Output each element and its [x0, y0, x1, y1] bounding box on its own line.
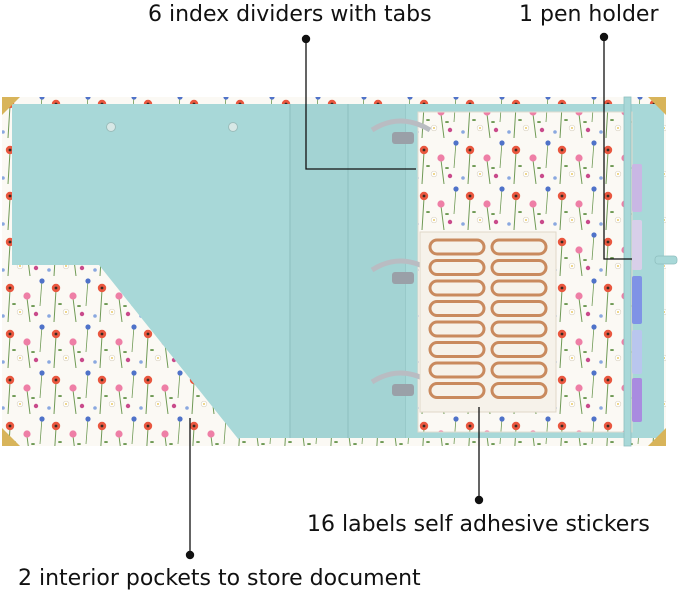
gold-corner	[2, 97, 20, 115]
callout-dot	[185, 550, 195, 560]
sticker-label	[490, 341, 548, 358]
divider-tab	[632, 330, 642, 374]
gold-corner	[648, 428, 666, 446]
callout-dot	[301, 34, 311, 44]
sticker-label	[490, 382, 548, 399]
callout-dot	[599, 32, 609, 42]
sticker-label	[428, 300, 486, 317]
sticker-label	[428, 382, 486, 399]
callout-index-dividers: 6 index dividers with tabs	[148, 2, 432, 27]
divider-tab	[632, 276, 642, 324]
snap-button	[228, 122, 238, 132]
sticker-label	[490, 300, 548, 317]
callout-interior-pockets: 2 interior pockets to store document	[18, 566, 421, 591]
sticker-label	[490, 279, 548, 297]
sticker-label	[490, 259, 548, 276]
callout-dot	[474, 495, 484, 505]
gold-corner	[648, 97, 666, 115]
sticker-label	[428, 259, 486, 276]
sticker-label	[490, 238, 548, 256]
sticker-label	[428, 361, 486, 379]
sticker-label	[428, 320, 486, 338]
divider-tab	[632, 164, 642, 212]
gold-corner	[2, 428, 20, 446]
pen-holder-elastic	[623, 96, 632, 447]
floral-pocket	[12, 263, 240, 438]
callout-pen-holder: 1 pen holder	[519, 2, 659, 27]
divider-tab	[632, 378, 642, 422]
callout-label-stickers: 16 labels self adhesive stickers	[307, 512, 650, 537]
sticker-label	[490, 320, 548, 338]
callout-lines	[189, 37, 632, 555]
snap-button	[106, 122, 116, 132]
pen-holder-loop	[654, 255, 678, 265]
divider-tab	[632, 220, 642, 270]
sticker-label	[428, 341, 486, 358]
sticker-labels	[428, 238, 548, 399]
sticker-label	[428, 279, 486, 297]
sticker-label	[428, 238, 486, 256]
sticker-label	[490, 361, 548, 379]
